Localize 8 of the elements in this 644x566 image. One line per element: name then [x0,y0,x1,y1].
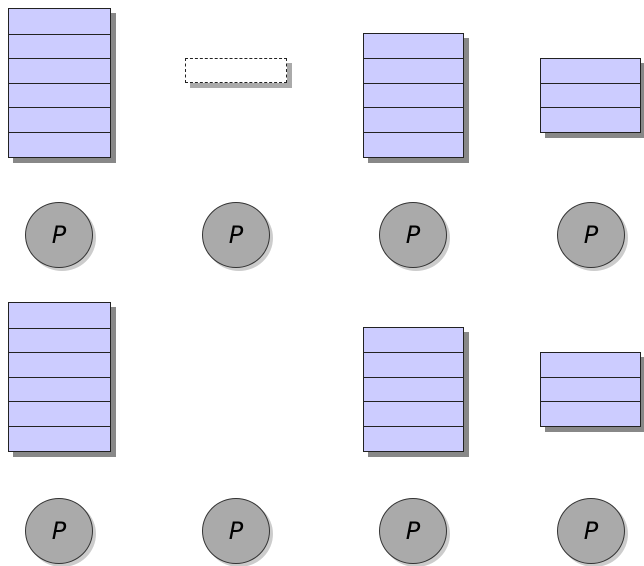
processor-circle: P [25,498,93,564]
processor-circle: P [557,202,625,268]
processor-circle: P [202,498,270,564]
processor-circle: P [379,202,447,268]
processor-circle: P [557,498,625,564]
processor-circle: P [202,202,270,268]
processor-circle: P [25,202,93,268]
processor-circle: P [379,498,447,564]
